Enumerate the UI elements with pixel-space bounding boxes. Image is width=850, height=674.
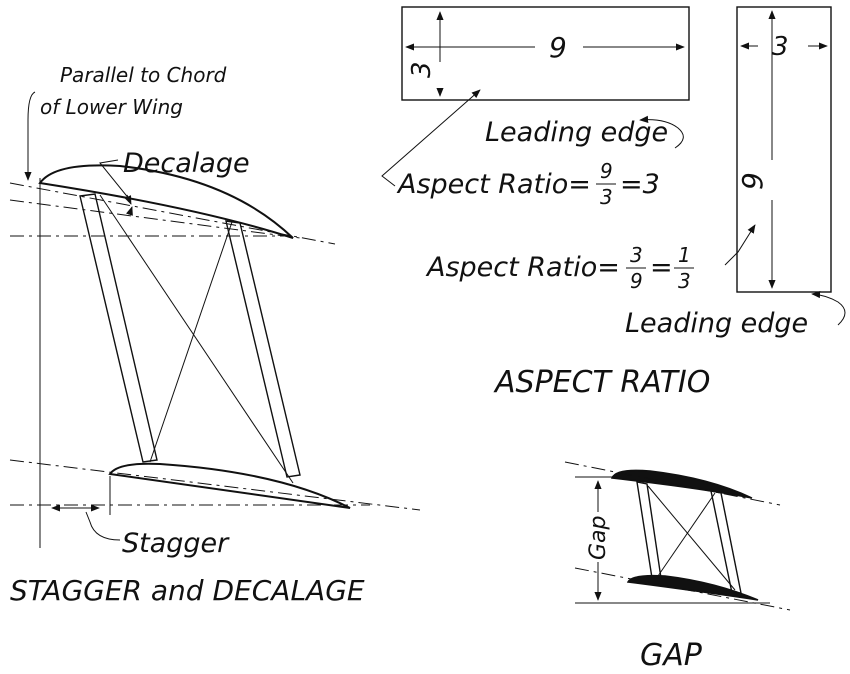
tall-ratio-numerator: 3	[630, 243, 643, 267]
gap-label: Gap	[586, 516, 611, 561]
parallel-note-line1: Parallel to Chord	[60, 63, 227, 87]
gap-title: GAP	[640, 638, 703, 673]
wide-leading-edge-label: Leading edge	[485, 117, 668, 148]
parallel-reference-line	[9, 199, 301, 239]
tall-width-label: 3	[772, 32, 789, 62]
upper-wing-chord-line	[9, 182, 336, 245]
stagger-label: Stagger	[122, 528, 230, 559]
decalage-label: Decalage	[123, 148, 250, 179]
lower-wing-chord-line	[9, 459, 421, 511]
cross-wire-b	[149, 221, 233, 463]
parallel-note-line2: of Lower Wing	[40, 95, 183, 119]
gap-diagram: Gap GAP	[564, 461, 791, 673]
wide-height-label: 3	[407, 61, 437, 78]
stagger-leader	[85, 511, 121, 541]
lower-wing	[108, 462, 351, 509]
tall-ratio-leader	[724, 224, 756, 266]
tall-ratio-numerator-2: 1	[678, 243, 691, 267]
front-strut	[79, 193, 158, 463]
tall-ratio-denominator: 9	[630, 269, 643, 293]
gap-upper-wing	[610, 469, 753, 499]
stagger-decalage-diagram: Parallel to Chord of Lower Wing Decalage…	[9, 63, 421, 607]
tall-wing-rect	[736, 6, 832, 293]
tall-leading-edge-leader	[811, 290, 846, 326]
wide-ratio-denominator: 3	[600, 185, 613, 209]
wide-ratio-prefix: Aspect Ratio=	[396, 169, 591, 200]
cross-wire-a	[99, 194, 294, 484]
wide-leading-edge-leader	[639, 115, 684, 149]
wide-ratio-result: =3	[620, 169, 660, 200]
aspect-ratio-diagram: 9 3 Leading edge Aspect Ratio= 9 3 =3 3 …	[381, 6, 846, 400]
decalage-arrow-b	[126, 206, 133, 216]
stagger-decalage-title: STAGGER and DECALAGE	[10, 574, 365, 607]
gap-cross-wire-b	[657, 492, 716, 577]
parallel-leader	[24, 91, 36, 181]
tall-height-label: 9	[736, 172, 769, 190]
gap-rear-strut	[710, 490, 742, 594]
tall-leading-edge-label: Leading edge	[625, 308, 808, 339]
decalage-arrow-a	[124, 194, 132, 205]
gap-cross-wire-a	[647, 485, 736, 591]
upper-wing	[38, 164, 294, 239]
gap-front-strut	[636, 481, 662, 579]
wide-ratio-leader	[381, 89, 481, 187]
tall-ratio-equals: =	[650, 252, 673, 283]
gap-lower-chord	[574, 567, 791, 611]
gap-upper-chord	[564, 461, 781, 506]
aspect-ratio-title: ASPECT RATIO	[493, 365, 710, 400]
wide-ratio-numerator: 9	[600, 159, 613, 183]
tall-ratio-denominator-2: 3	[678, 269, 691, 293]
decalage-leader	[99, 159, 131, 201]
wide-width-label: 9	[549, 31, 567, 64]
rear-strut	[225, 220, 301, 478]
wide-wing-rect	[401, 6, 690, 101]
tall-ratio-prefix: Aspect Ratio=	[425, 252, 620, 283]
